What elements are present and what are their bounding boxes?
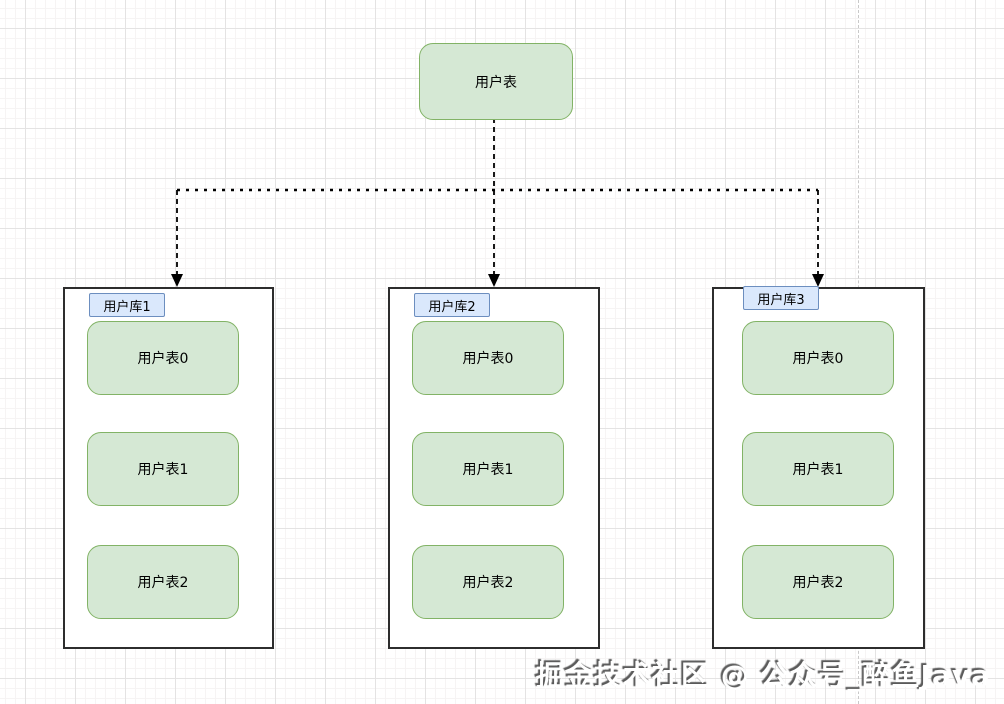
db-label-3: 用户库3 (757, 292, 805, 308)
db-label-2: 用户库2 (428, 299, 476, 315)
db-container-3: 用户库3 用户表0 用户表1 用户表2 (712, 286, 925, 649)
db-container-1: 用户库1 用户表0 用户表1 用户表2 (63, 287, 274, 649)
table-node: 用户表0 (87, 321, 239, 395)
table-label: 用户表2 (137, 575, 189, 591)
table-node: 用户表2 (87, 545, 239, 619)
table-label: 用户表0 (792, 351, 844, 367)
db-label-1: 用户库1 (103, 299, 151, 315)
table-node: 用户表2 (412, 545, 564, 619)
table-node: 用户表0 (742, 321, 894, 395)
arrowhead-db1-icon (171, 274, 183, 287)
db-container-2: 用户库2 用户表0 用户表1 用户表2 (388, 287, 600, 649)
db-label-tab-3: 用户库3 (743, 286, 819, 310)
root-table-label: 用户表 (475, 74, 517, 91)
table-label: 用户表2 (792, 575, 844, 591)
table-label: 用户表0 (462, 351, 514, 367)
table-node: 用户表1 (87, 432, 239, 506)
table-node: 用户表2 (742, 545, 894, 619)
table-node: 用户表0 (412, 321, 564, 395)
db-label-tab-1: 用户库1 (89, 293, 165, 317)
db-label-tab-2: 用户库2 (414, 293, 490, 317)
arrowhead-db3-icon (812, 274, 824, 287)
table-label: 用户表1 (792, 462, 844, 478)
arrowhead-db2-icon (488, 274, 500, 287)
watermark: 掘金技术社区 @ 公众号_醉鱼Java (536, 659, 991, 692)
table-label: 用户表2 (462, 575, 514, 591)
table-label: 用户表0 (137, 351, 189, 367)
root-table-node: 用户表 (419, 43, 573, 120)
table-label: 用户表1 (137, 462, 189, 478)
table-node: 用户表1 (742, 432, 894, 506)
table-label: 用户表1 (462, 462, 514, 478)
table-node: 用户表1 (412, 432, 564, 506)
